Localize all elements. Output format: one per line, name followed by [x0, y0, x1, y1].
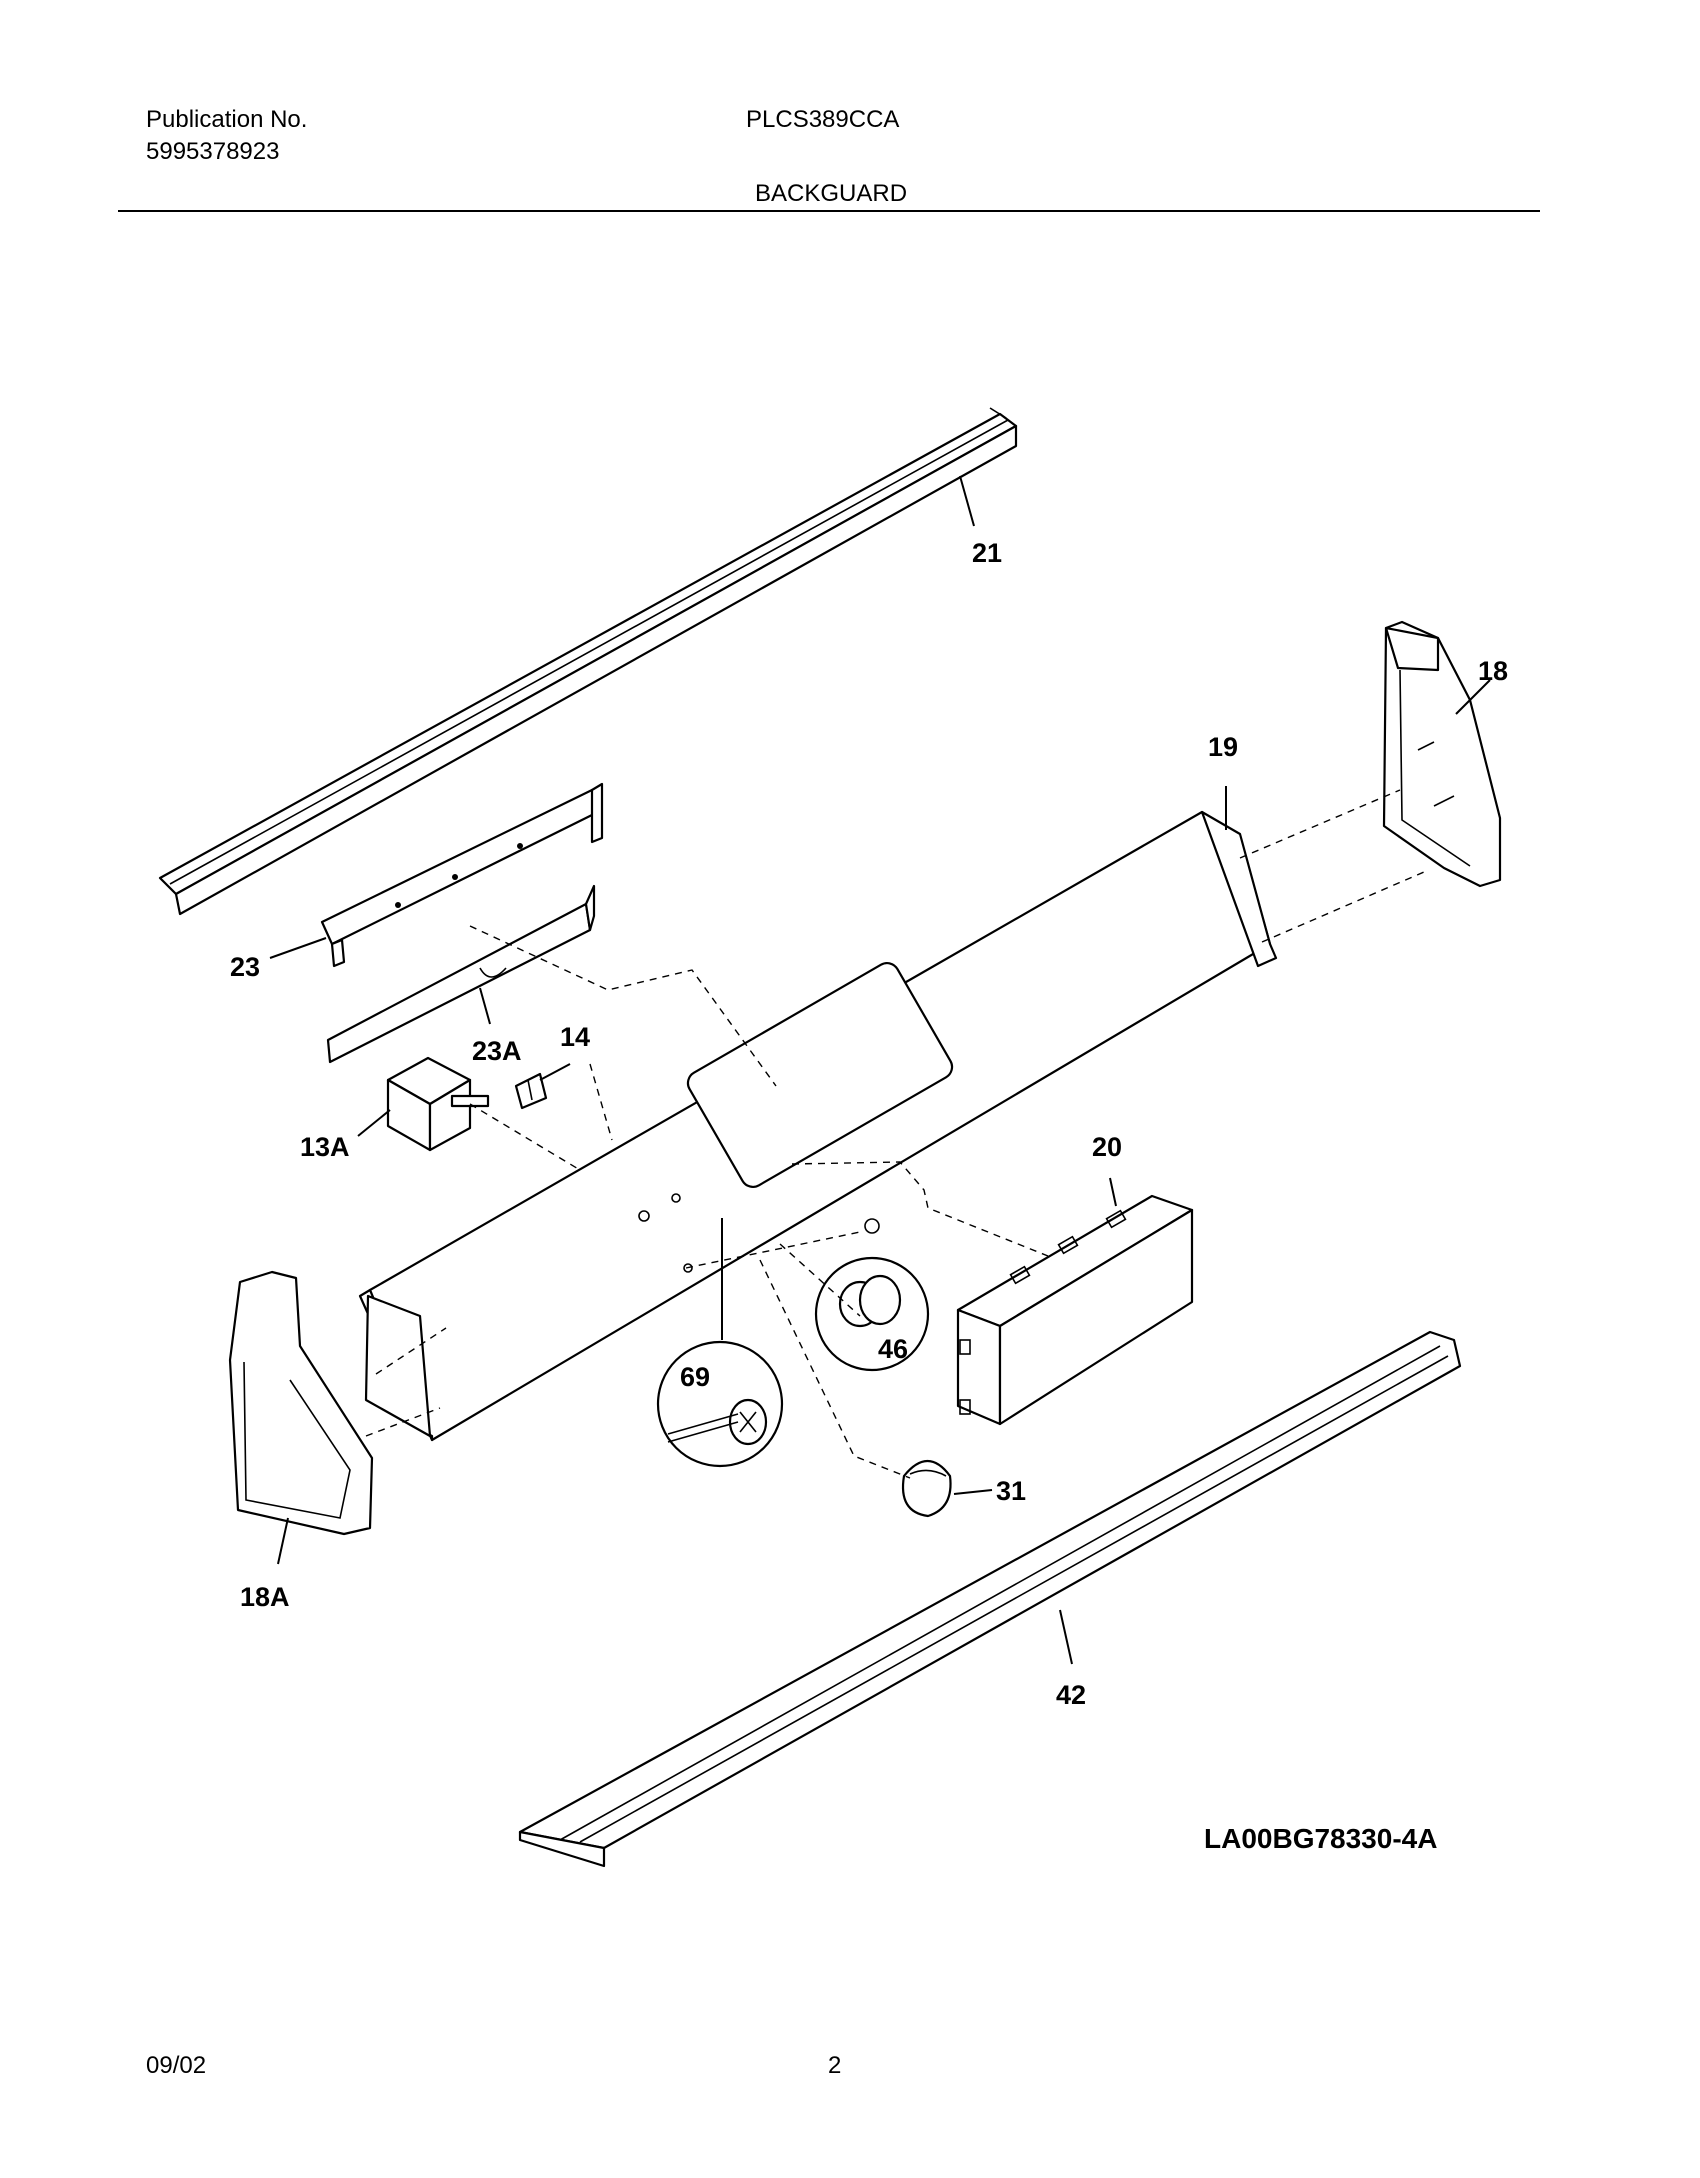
- part-69-screw: [656, 1340, 784, 1468]
- header-rule: [118, 210, 1540, 212]
- part-46-knob: [814, 1218, 930, 1372]
- part-13a-switch: [386, 1056, 490, 1152]
- publication-label: Publication No.: [146, 106, 308, 133]
- callout-14: 14: [560, 1022, 590, 1052]
- callout-labels: 21 18 19 23 23A 14 13A 20 46 69 31 18A 4…: [230, 538, 1508, 1710]
- leader-lines: [269, 475, 1491, 1665]
- publication-number: 5995378923: [146, 138, 280, 165]
- part-21-top-trim: [158, 407, 1018, 916]
- part-23a-strip: [326, 884, 596, 1064]
- part-18-right-end-cap: [1382, 620, 1502, 888]
- callout-69: 69: [680, 1362, 710, 1392]
- part-20-control-board: [956, 1194, 1194, 1426]
- drawing-code: LA00BG78330-4A: [1204, 1823, 1437, 1854]
- callout-18: 18: [1478, 656, 1508, 686]
- part-19-backguard-panel: [358, 810, 1278, 1442]
- callout-42: 42: [1056, 1680, 1086, 1710]
- part-14-clip: [514, 1072, 548, 1110]
- part-18a-left-end-cap: [228, 1270, 374, 1536]
- callout-18a: 18A: [240, 1582, 290, 1612]
- footer-date: 09/02: [146, 2052, 207, 2079]
- callout-19: 19: [1208, 732, 1238, 762]
- part-23-bracket: [320, 782, 604, 968]
- page-number: 2: [828, 2052, 842, 2079]
- callout-31: 31: [996, 1476, 1026, 1506]
- part-31-small-knob: [901, 1460, 952, 1518]
- callout-46: 46: [878, 1334, 908, 1364]
- section-title: BACKGUARD: [755, 180, 908, 207]
- callout-13a: 13A: [300, 1132, 350, 1162]
- callout-20: 20: [1092, 1132, 1122, 1162]
- part-42-lower-trim: [518, 1330, 1462, 1868]
- assembly-lines: [365, 789, 1425, 1479]
- callout-23a: 23A: [472, 1036, 522, 1066]
- model-number: PLCS389CCA: [746, 106, 900, 133]
- callout-23: 23: [230, 952, 260, 982]
- callout-21: 21: [972, 538, 1002, 568]
